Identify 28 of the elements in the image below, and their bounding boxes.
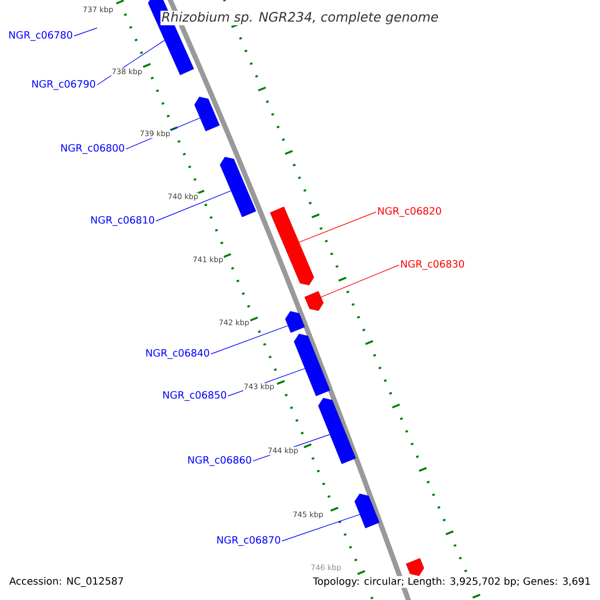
gene-feature [194,96,220,132]
leader-line [282,514,360,542]
leader-line [156,190,232,222]
leader-line [210,325,288,354]
gene-label: NGR_c06870 [217,536,280,546]
gene-label: NGR_c06780 [9,31,72,41]
gene-label: NGR_c06810 [91,216,154,226]
gene-label: NGR_c06820 [378,207,442,217]
leader-line [298,212,376,243]
gene-label: NGR_c06800 [61,144,124,154]
accession-text: Accession: NC_012587 [8,576,125,588]
gene-label: NGR_c06830 [401,260,464,270]
leader-line [320,264,400,298]
gene-feature [406,558,424,576]
gene-label: NGR_c06840 [146,349,210,359]
title: Rhizobium sp. NGR234, complete genome [160,10,440,26]
gene-feature [270,206,314,286]
gene-label: NGR_c06860 [188,456,252,466]
leader-line [74,28,98,36]
genome-info-text: Topology: circular; Length: 3,925,702 bp; Genes: 3,691 [312,576,592,588]
gene-feature [318,398,356,464]
gene-feature [220,156,256,218]
gene-feature [354,494,380,528]
gene-label: NGR_c06790 [32,80,96,90]
gene-label: NGR_c06850 [163,391,226,401]
gene-feature [294,334,330,396]
gene-feature [285,311,305,333]
gene-feature [304,291,324,311]
